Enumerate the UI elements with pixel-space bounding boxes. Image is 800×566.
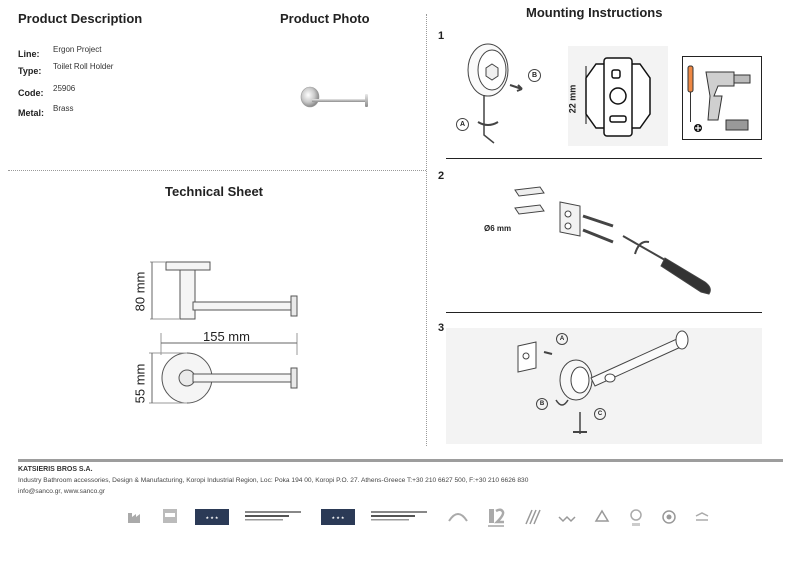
step-1-illustration — [467, 43, 523, 144]
recycle-icon — [594, 509, 610, 522]
quality-system-icon — [245, 510, 305, 524]
width-dimension: 155 mm — [203, 329, 250, 344]
height-dimension: 80 mm — [132, 271, 148, 312]
spec-row-line: Line: Ergon Project — [18, 45, 102, 59]
step-2-illustration — [514, 186, 711, 295]
step-3-illustration — [517, 330, 689, 434]
spec-row-metal: Metal: Brass — [18, 104, 74, 118]
eu-flag-icon: ★ ★ ★ — [195, 509, 229, 525]
greek-quality-icon — [448, 513, 468, 522]
circle-logo-icon — [662, 510, 676, 524]
wave-icon — [558, 515, 576, 523]
company-address: Industry Bathroom accessories, Design & … — [18, 477, 529, 484]
step-divider-1 — [446, 158, 762, 159]
step-3-panel — [446, 328, 762, 444]
stripes-icon — [525, 509, 541, 525]
callout-c: C — [594, 408, 606, 420]
certification-logos: ★ ★ ★ ★ ★ ★ — [125, 506, 711, 528]
callout-b: B — [528, 69, 541, 82]
technical-drawing — [149, 261, 298, 404]
drill-diameter-label: Ø6 mm — [484, 224, 512, 233]
diameter-dimension: 55 mm — [132, 363, 148, 404]
mounting-instructions-heading: Mounting Instructions — [526, 5, 663, 20]
product-description-heading: Product Description — [18, 11, 143, 26]
callout-a: A — [556, 333, 568, 345]
spec-row-type: Type: Toilet Roll Holder — [18, 62, 114, 76]
callout-a: A — [456, 118, 469, 131]
step-number-2: 2 — [438, 170, 445, 182]
eu-flag-icon: ★ ★ ★ — [321, 509, 355, 525]
brand-logo-icon — [695, 512, 709, 521]
step-number-3: 3 — [438, 322, 445, 334]
quality-badge-icon — [163, 509, 177, 523]
horizontal-divider — [8, 170, 426, 171]
environmental-system-icon — [371, 510, 431, 524]
step-number-1: 1 — [438, 30, 445, 42]
step-divider-2 — [446, 312, 762, 313]
factory-logo-icon — [128, 513, 140, 523]
spec-row-code: Code: 25906 — [18, 84, 76, 98]
company-contact: info@sanco.gr, www.sanco.gr — [18, 488, 105, 495]
footer-bar — [18, 459, 783, 462]
tools-illustration — [687, 65, 751, 132]
vertical-divider — [426, 14, 427, 446]
callout-b: B — [536, 398, 548, 410]
technical-sheet-heading: Technical Sheet — [165, 184, 264, 199]
bracket-dimension: 22 mm — [567, 84, 578, 114]
bracket-illustration — [585, 57, 651, 137]
tools-box — [682, 56, 762, 140]
product-photo-heading: Product Photo — [280, 11, 370, 26]
sun-icon — [630, 509, 642, 526]
warranty-12-years-icon — [488, 508, 505, 527]
company-name: KATSIERIS BROS S.A. — [18, 466, 93, 473]
product-photo — [300, 86, 368, 108]
